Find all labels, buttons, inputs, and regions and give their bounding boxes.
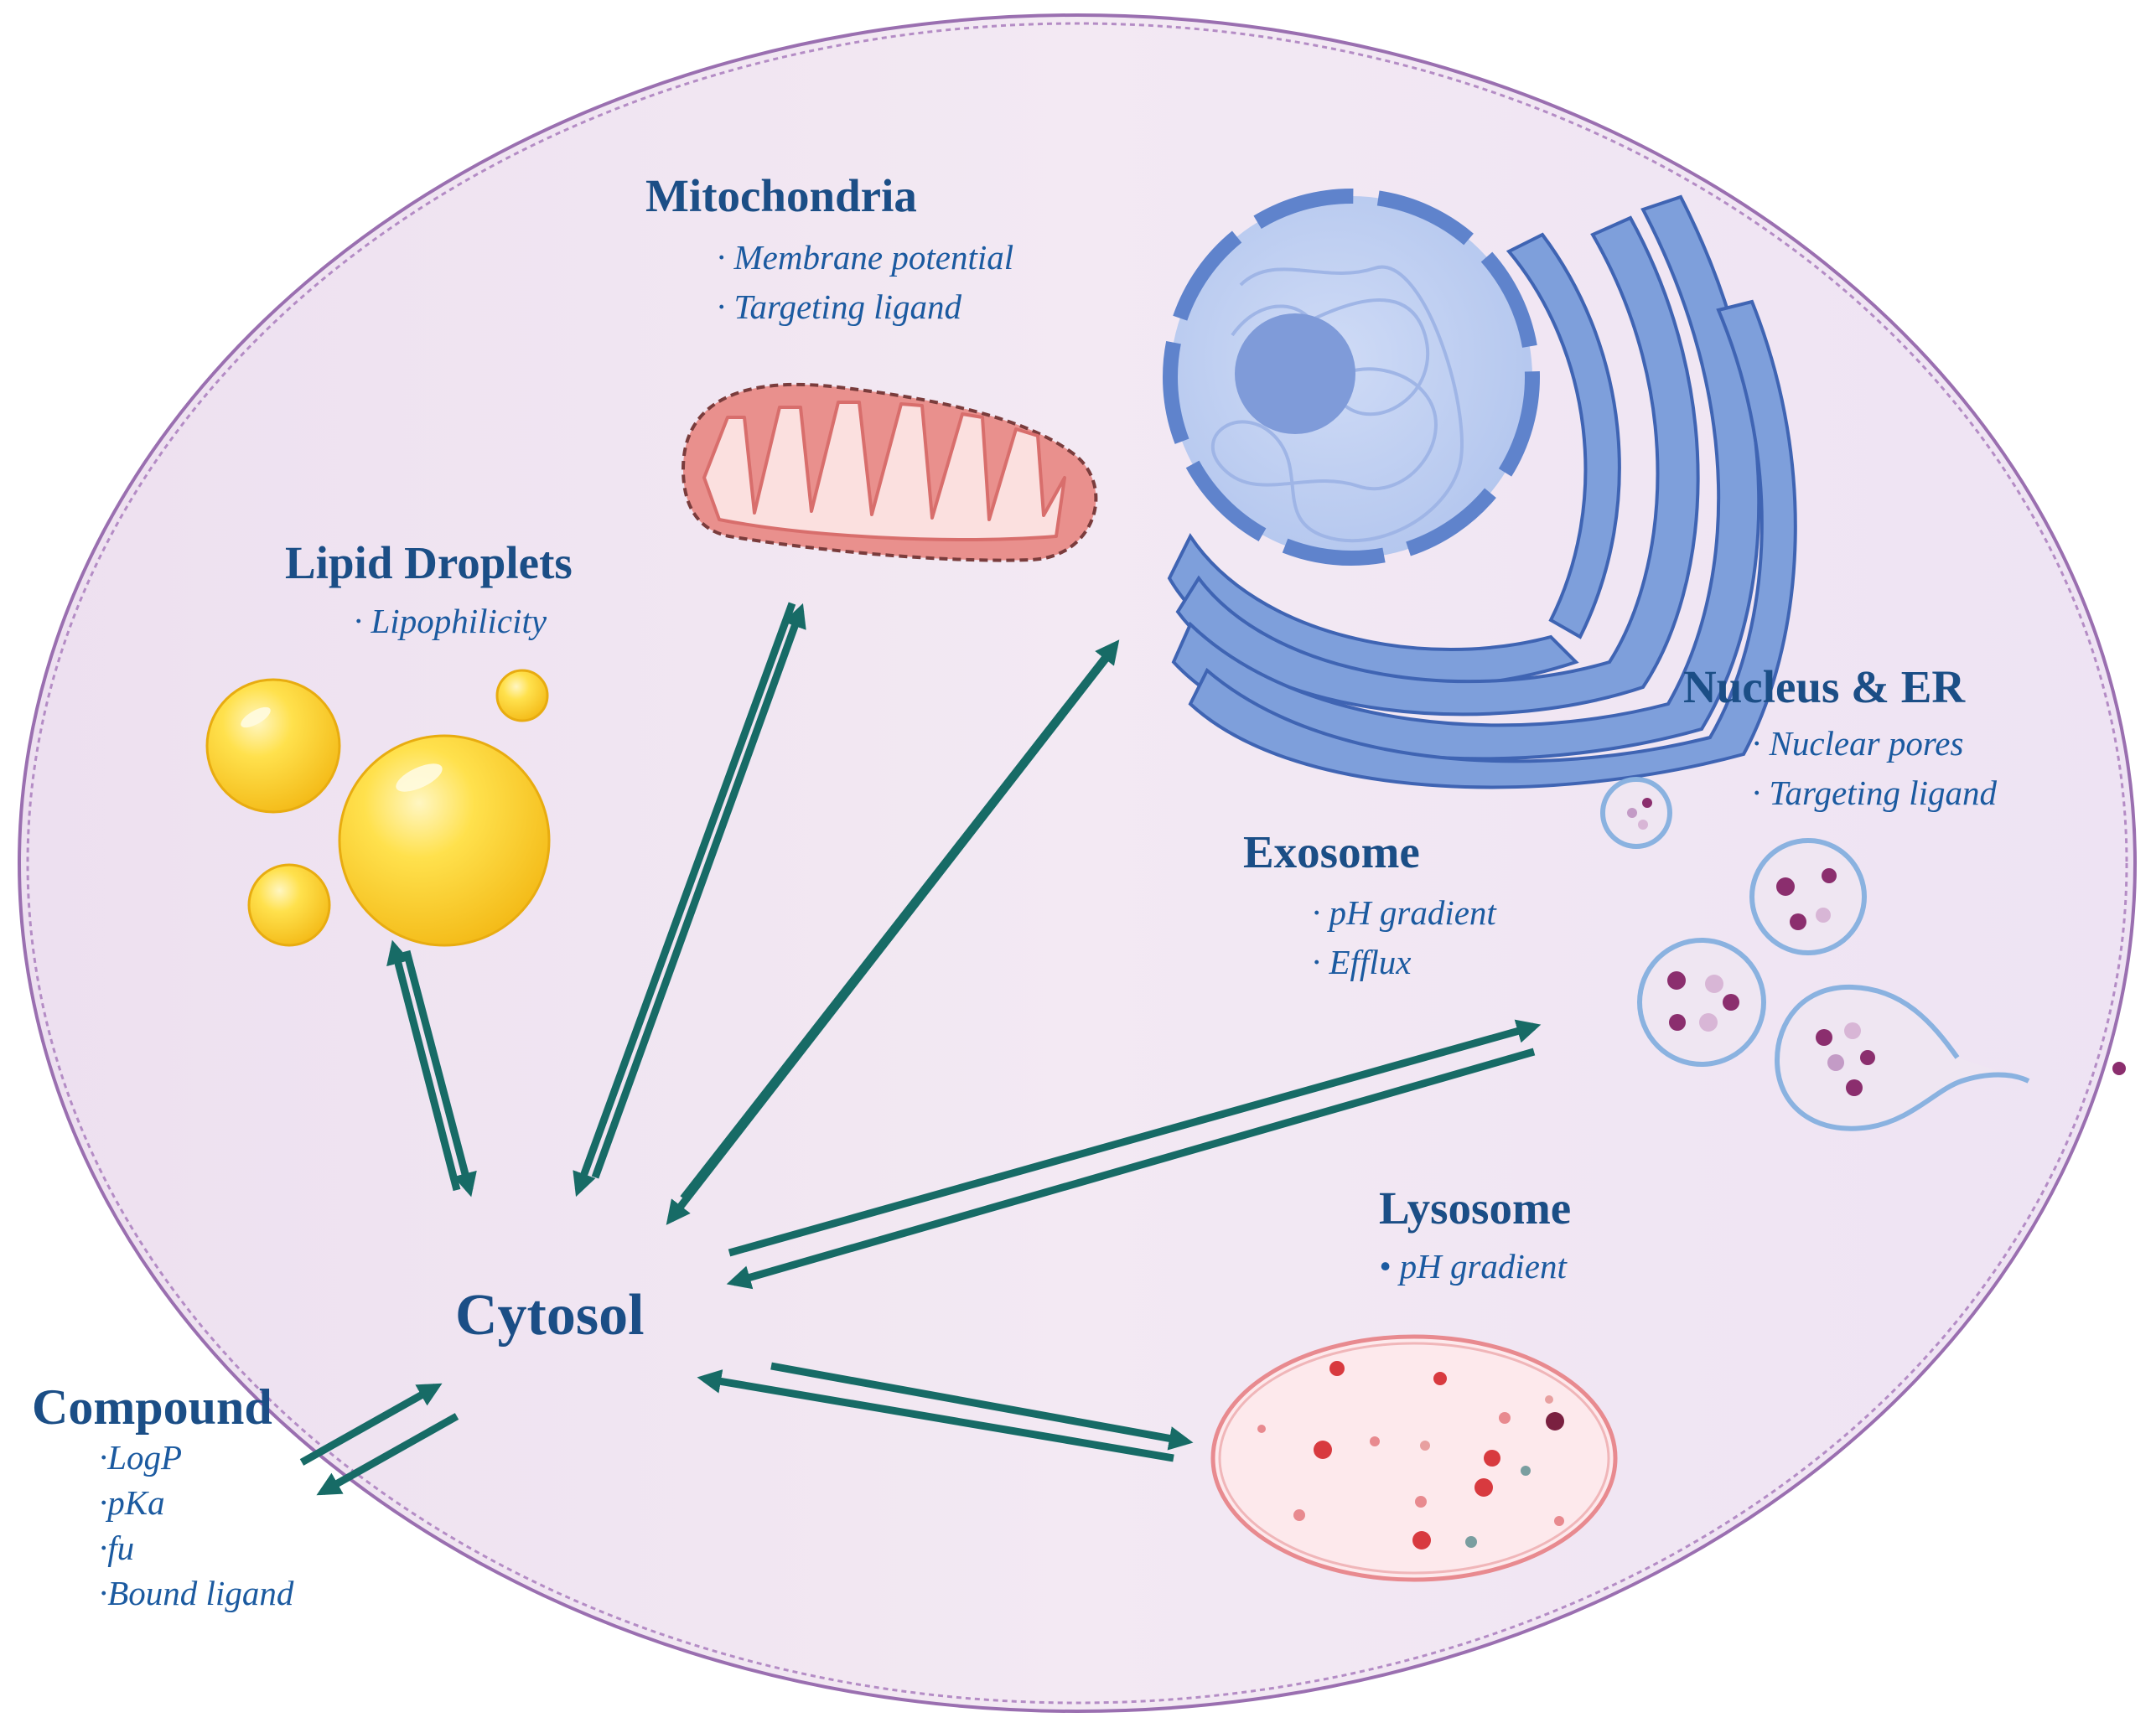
mitochondria-title: Mitochondria	[645, 170, 917, 221]
lysosome-title: Lysosome	[1379, 1182, 1572, 1234]
lipid-droplets-properties: · Lipophilicity	[354, 597, 547, 646]
exosome-title: Exosome	[1243, 826, 1420, 877]
lysosome-properties: • pH gradient	[1379, 1242, 1567, 1291]
arrow-cytosol-to-exosome	[728, 1019, 1542, 1257]
arrow-cytosol-to-nucleus	[680, 639, 1120, 1201]
nucleus-er-properties: · Nuclear pores · Targeting ligand	[1752, 719, 1997, 818]
mitochondria-properties: · Membrane potential · Targeting ligand	[717, 233, 1013, 332]
mitochondria-property: · Targeting ligand	[717, 287, 961, 326]
lysosome-property: • pH gradient	[1379, 1247, 1567, 1286]
lipid-droplets-title: Lipid Droplets	[285, 537, 573, 588]
nucleus-er-illustration	[1163, 189, 1797, 789]
arrow-compound-to-cytosol	[299, 1383, 443, 1466]
nucleus-er-title: Nucleus & ER	[1683, 661, 1966, 712]
nucleus-er-property: · Nuclear pores	[1752, 724, 1964, 763]
compound-property: ·fu	[99, 1529, 135, 1567]
compound-property: ·pKa	[99, 1483, 165, 1522]
arrow-cytosol-to-mito	[591, 603, 806, 1179]
lysosome-illustration	[1210, 1334, 1618, 1582]
nucleus-er-property: · Targeting ligand	[1752, 773, 1997, 812]
exosome-property: · Efflux	[1312, 943, 1412, 981]
arrow-lipid-to-cytosol	[402, 949, 477, 1198]
lipid-droplets-property: · Lipophilicity	[354, 602, 547, 640]
arrow-cytosol-to-lysosome	[770, 1362, 1194, 1451]
transport-arrows	[299, 602, 1542, 1496]
mitochondria-property: · Membrane potential	[717, 238, 1014, 277]
compound-property: ·LogP	[99, 1438, 183, 1477]
cytosol-label: Cytosol	[455, 1283, 645, 1348]
cell-membrane-inner	[26, 22, 2128, 1705]
arrow-cytosol-to-compound	[316, 1413, 459, 1496]
compound-properties: ·LogP ·pKa ·fu ·Bound ligand	[99, 1435, 293, 1616]
arrow-mito-to-cytosol	[573, 602, 796, 1198]
arrow-lysosome-to-cytosol	[697, 1369, 1174, 1462]
compound-property: ·Bound ligand	[99, 1574, 294, 1612]
compound-title: Compound	[32, 1379, 272, 1435]
exosome-properties: · pH gradient · Efflux	[1312, 888, 1496, 987]
mitochondria-illustration	[681, 382, 1098, 562]
arrow-exosome-to-cytosol	[726, 1048, 1536, 1290]
arrow-cytosol-to-lipid	[386, 939, 461, 1192]
exosome-property: · pH gradient	[1312, 893, 1496, 932]
exosome-illustration	[1600, 777, 2126, 1131]
lipid-droplets-illustration	[205, 669, 551, 947]
